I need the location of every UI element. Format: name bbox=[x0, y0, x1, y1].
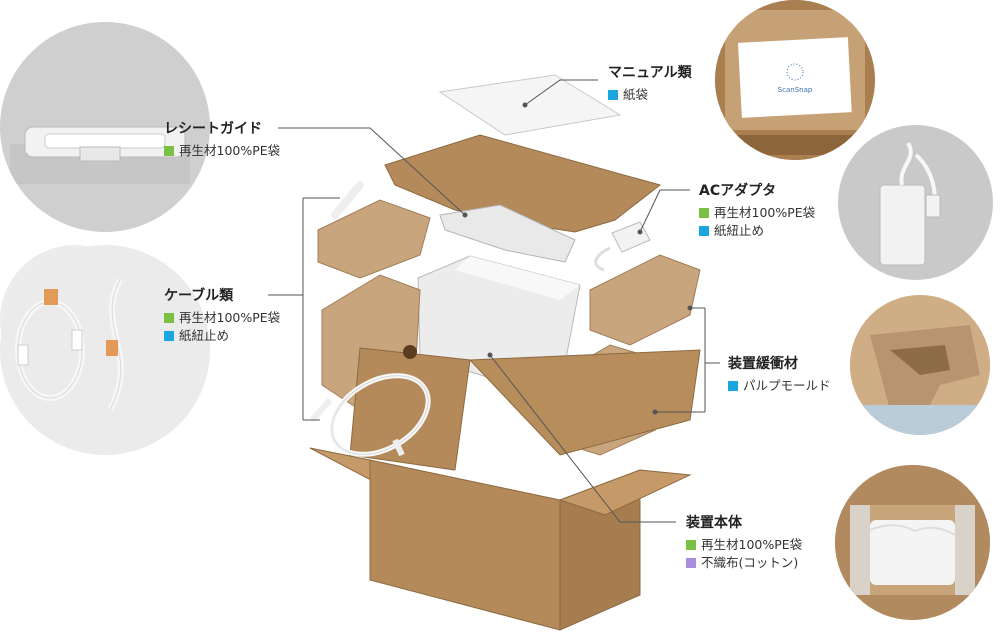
label-receipt-guide: レシートガイド 再生材100%PE袋 bbox=[164, 120, 280, 160]
material-text: 紙袋 bbox=[623, 87, 649, 102]
material-swatch bbox=[164, 313, 174, 323]
photo-receipt-guide bbox=[0, 22, 210, 232]
material-text: 再生材100%PE袋 bbox=[701, 537, 803, 552]
material-swatch bbox=[728, 381, 738, 391]
material-swatch bbox=[686, 540, 696, 550]
material-text: 再生材100%PE袋 bbox=[179, 143, 281, 158]
ac-adapter-part bbox=[611, 221, 651, 253]
material-item: 再生材100%PE袋 bbox=[699, 204, 815, 222]
material-text: パルプモールド bbox=[743, 378, 831, 393]
material-item: パルプモールド bbox=[728, 377, 831, 395]
material-swatch bbox=[608, 90, 618, 100]
svg-text:ScanSnap: ScanSnap bbox=[778, 86, 813, 94]
pulp-right-top bbox=[589, 254, 701, 346]
material-item: 紙袋 bbox=[608, 86, 692, 104]
material-item: 再生材100%PE袋 bbox=[164, 142, 280, 160]
label-ac-adapter-title: ACアダプタ bbox=[699, 183, 777, 199]
label-cables: ケーブル類 再生材100%PE袋 紙紐止め bbox=[164, 287, 280, 345]
material-text: 紙紐止め bbox=[179, 328, 230, 343]
photo-cables-main bbox=[0, 245, 210, 455]
photo-manual: ScanSnap bbox=[715, 0, 875, 160]
label-manual: マニュアル類 紙袋 bbox=[608, 64, 692, 104]
label-device: 装置本体 再生材100%PE袋 不織布(コットン) bbox=[686, 514, 802, 572]
material-text: 不織布(コットン) bbox=[701, 555, 799, 570]
material-item: 紙紐止め bbox=[699, 222, 815, 240]
material-swatch bbox=[699, 208, 709, 218]
manual-sheet bbox=[438, 74, 622, 136]
box-right-flap bbox=[558, 469, 692, 516]
material-text: 再生材100%PE袋 bbox=[179, 310, 281, 325]
material-text: 再生材100%PE袋 bbox=[714, 205, 816, 220]
pulp-left-top bbox=[317, 199, 431, 279]
photo-device bbox=[835, 465, 990, 620]
photo-cushioning bbox=[850, 295, 990, 435]
label-ac-adapter: ACアダプタ 再生材100%PE袋 紙紐止め bbox=[699, 182, 815, 240]
material-text: 紙紐止め bbox=[714, 223, 765, 238]
photo-ac-adapter bbox=[838, 125, 993, 280]
leader-lines bbox=[268, 79, 720, 523]
material-swatch bbox=[164, 146, 174, 156]
receipt-guide-part bbox=[439, 204, 576, 263]
box-front bbox=[369, 459, 561, 631]
label-device-title: 装置本体 bbox=[686, 515, 742, 531]
cardboard-sheet bbox=[384, 134, 662, 233]
material-item: 再生材100%PE袋 bbox=[686, 536, 802, 554]
label-receipt-guide-title: レシートガイド bbox=[164, 121, 262, 137]
material-item: 不織布(コットン) bbox=[686, 554, 802, 572]
material-item: 再生材100%PE袋 bbox=[164, 309, 280, 327]
material-swatch bbox=[699, 226, 709, 236]
label-cables-title: ケーブル類 bbox=[164, 288, 234, 304]
label-manual-title: マニュアル類 bbox=[608, 65, 692, 81]
material-swatch bbox=[686, 558, 696, 568]
material-item: 紙紐止め bbox=[164, 327, 280, 345]
label-cushioning: 装置緩衝材 パルプモールド bbox=[728, 355, 831, 395]
material-swatch bbox=[164, 331, 174, 341]
label-cushioning-title: 装置緩衝材 bbox=[728, 356, 798, 372]
